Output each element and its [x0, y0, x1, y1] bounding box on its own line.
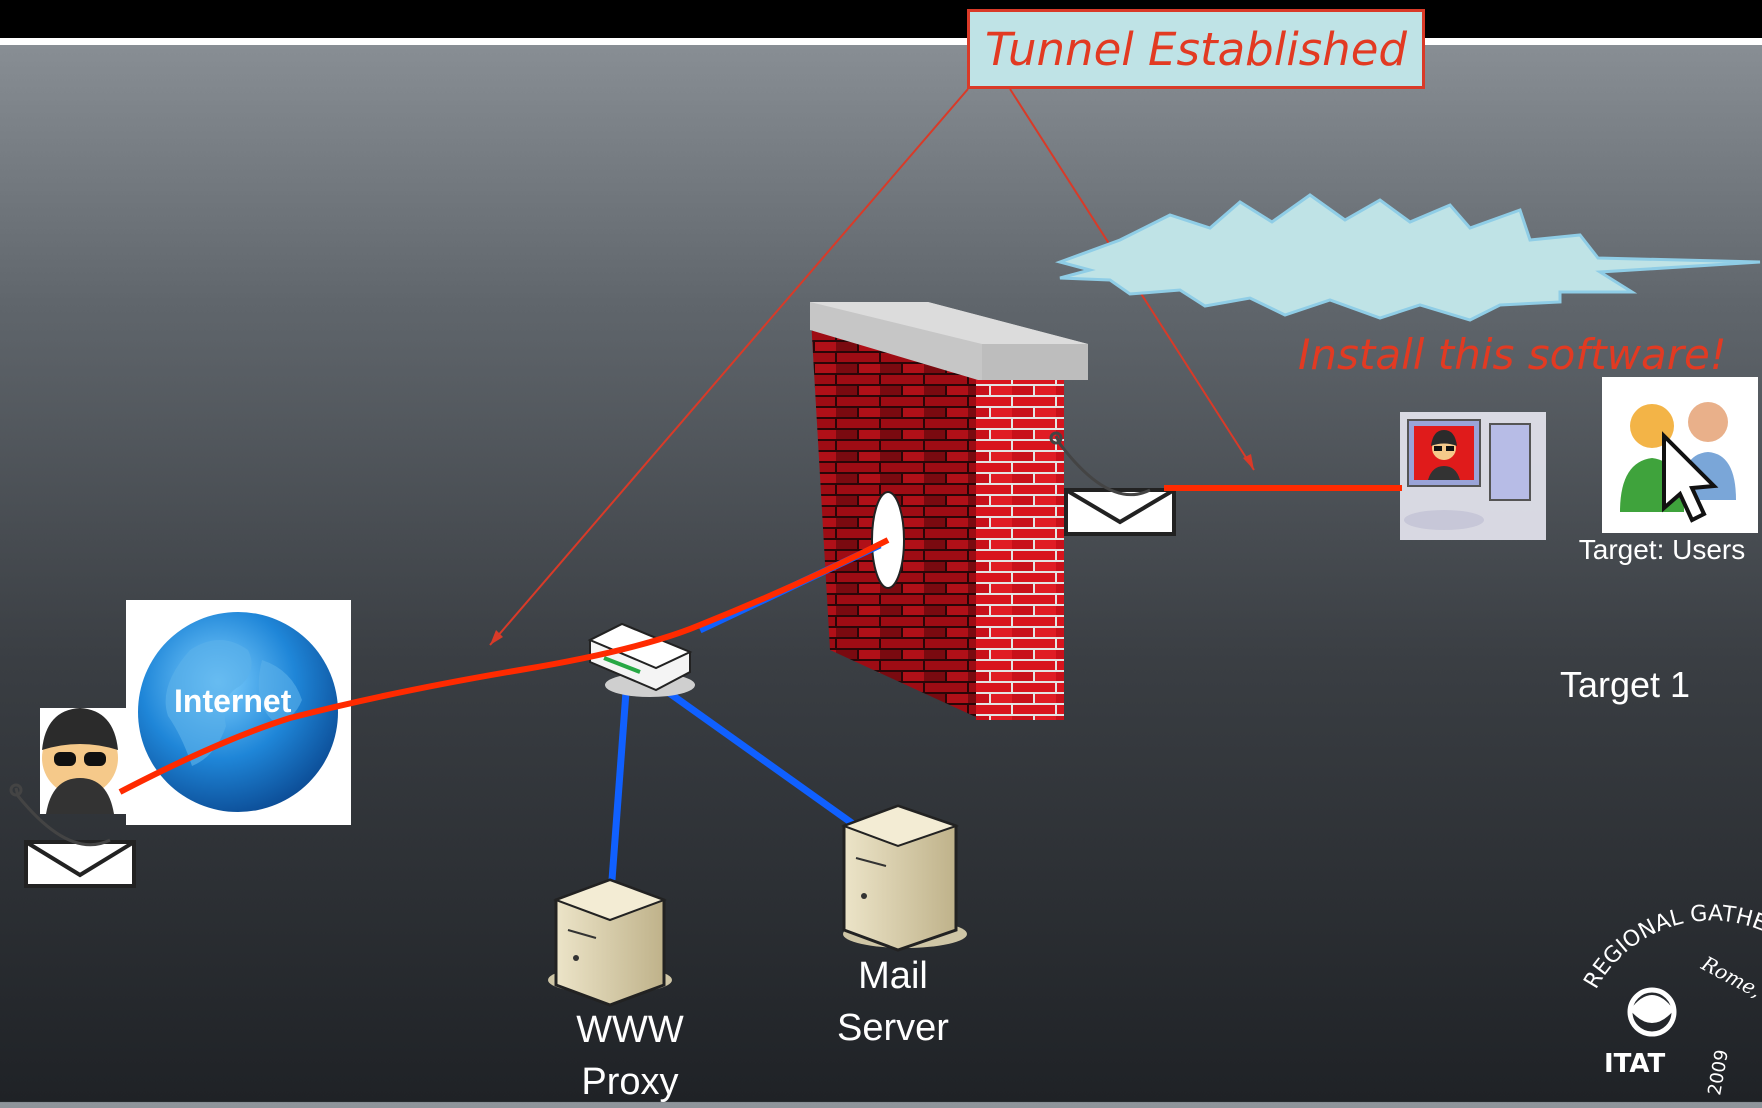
www-proxy-label: WWW Proxy: [576, 1009, 684, 1103]
phishing-email-icon: [9, 783, 136, 888]
firewall: [810, 302, 1088, 720]
burst-text: Install this software!: [1298, 330, 1727, 379]
phishing-email-at-firewall-icon: [1049, 431, 1176, 536]
compromised-computer-icon: [1400, 412, 1546, 540]
tunnel-established-callout: Tunnel Established: [967, 9, 1425, 89]
attack-path: [118, 485, 1402, 795]
mail-server-icon: [841, 804, 967, 952]
top-rule: [0, 38, 1762, 45]
seal-city: Rome, Italy: [1697, 951, 1762, 1028]
callout-text: Tunnel Established: [985, 22, 1407, 76]
mail-server-label: Mail Server: [837, 955, 949, 1049]
seal-year: 2009: [1704, 1048, 1733, 1097]
warning-burst: [1055, 193, 1761, 322]
attacker-avatar-icon: [40, 708, 128, 814]
target-1-label: Target 1: [1560, 664, 1691, 705]
seal-mark: ITAT: [1604, 1049, 1665, 1079]
target-users-icon: [1602, 377, 1758, 533]
top-bar: [0, 0, 1762, 38]
internet-cloud-icon: [126, 600, 351, 825]
internet-label: Internet: [174, 683, 292, 719]
www-proxy-server-icon: [548, 878, 672, 1007]
target-users-label: Target: Users: [1578, 534, 1746, 565]
